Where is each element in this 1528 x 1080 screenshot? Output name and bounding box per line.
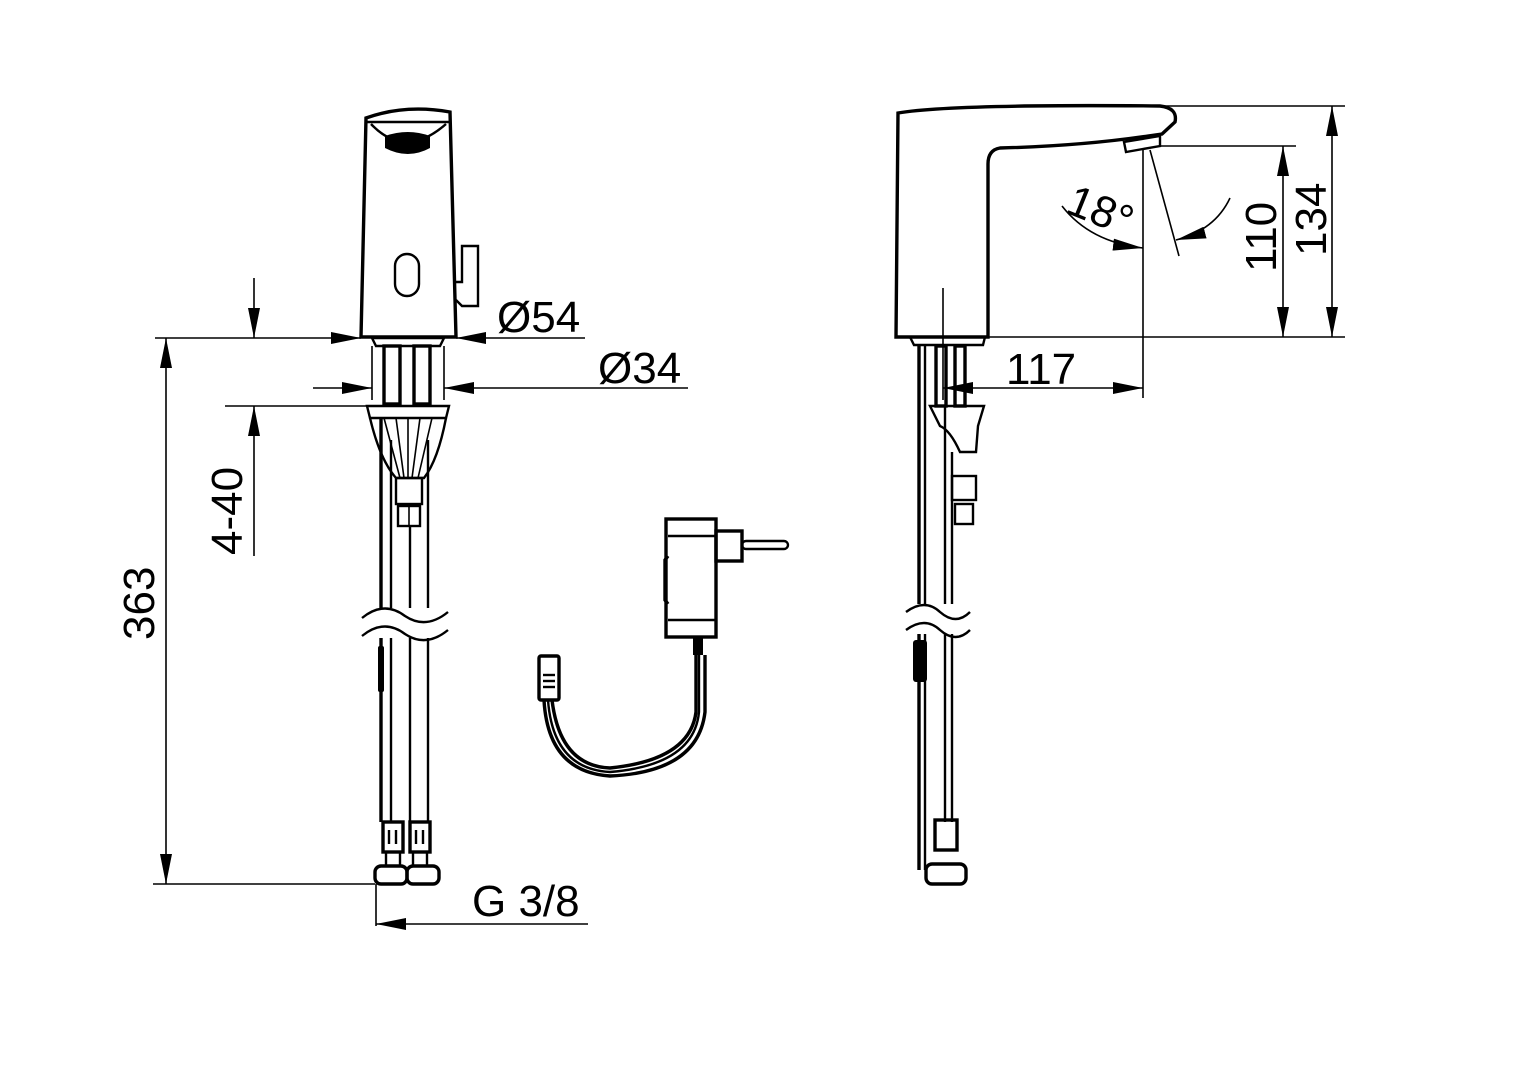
- label-projection: 117: [1006, 345, 1076, 394]
- dimension-spout-angle: 18°: [1060, 149, 1231, 398]
- lever: [455, 244, 480, 308]
- label-outlet-height: 110: [1237, 202, 1286, 272]
- label-spout-angle: 18°: [1060, 176, 1140, 246]
- dimension-deck-thickness: 4-40: [203, 278, 367, 556]
- label-total-height: 363: [115, 567, 164, 640]
- dimension-outlet-height: 110: [1160, 145, 1296, 337]
- label-deck-thickness: 4-40: [203, 467, 252, 555]
- dimension-overall-height: 134: [988, 105, 1345, 338]
- dimension-projection: 117: [943, 345, 1143, 394]
- power-adapter: [537, 517, 790, 778]
- plug-body: [714, 529, 744, 563]
- label-overall-height: 134: [1287, 183, 1336, 256]
- dimension-shank-diameter: Ø34: [313, 344, 688, 394]
- dimension-total-height: 363: [115, 338, 375, 885]
- thread-nut-side: [924, 862, 968, 886]
- front-view: Ø54 Ø34 4-40 363 G 3/8: [115, 107, 688, 930]
- cable-connector: [537, 654, 561, 702]
- side-shank: [904, 344, 986, 886]
- sensor-window: [393, 252, 421, 298]
- dimension-body-diameter: Ø54: [155, 293, 585, 344]
- dimension-connection-thread: G 3/8: [375, 877, 588, 930]
- label-shank-diameter: Ø34: [598, 344, 681, 393]
- side-view: 18° 110 134 117: [894, 103, 1345, 886]
- supply-hoses: [360, 418, 450, 886]
- plug-pin: [740, 539, 790, 551]
- thread-nut-left: [373, 864, 409, 886]
- thread-nut-right: [405, 864, 441, 886]
- mixer-body-front: [359, 107, 480, 348]
- mounting-shank: [371, 344, 445, 406]
- label-connection-thread: G 3/8: [472, 877, 580, 926]
- label-body-diameter: Ø54: [497, 293, 580, 342]
